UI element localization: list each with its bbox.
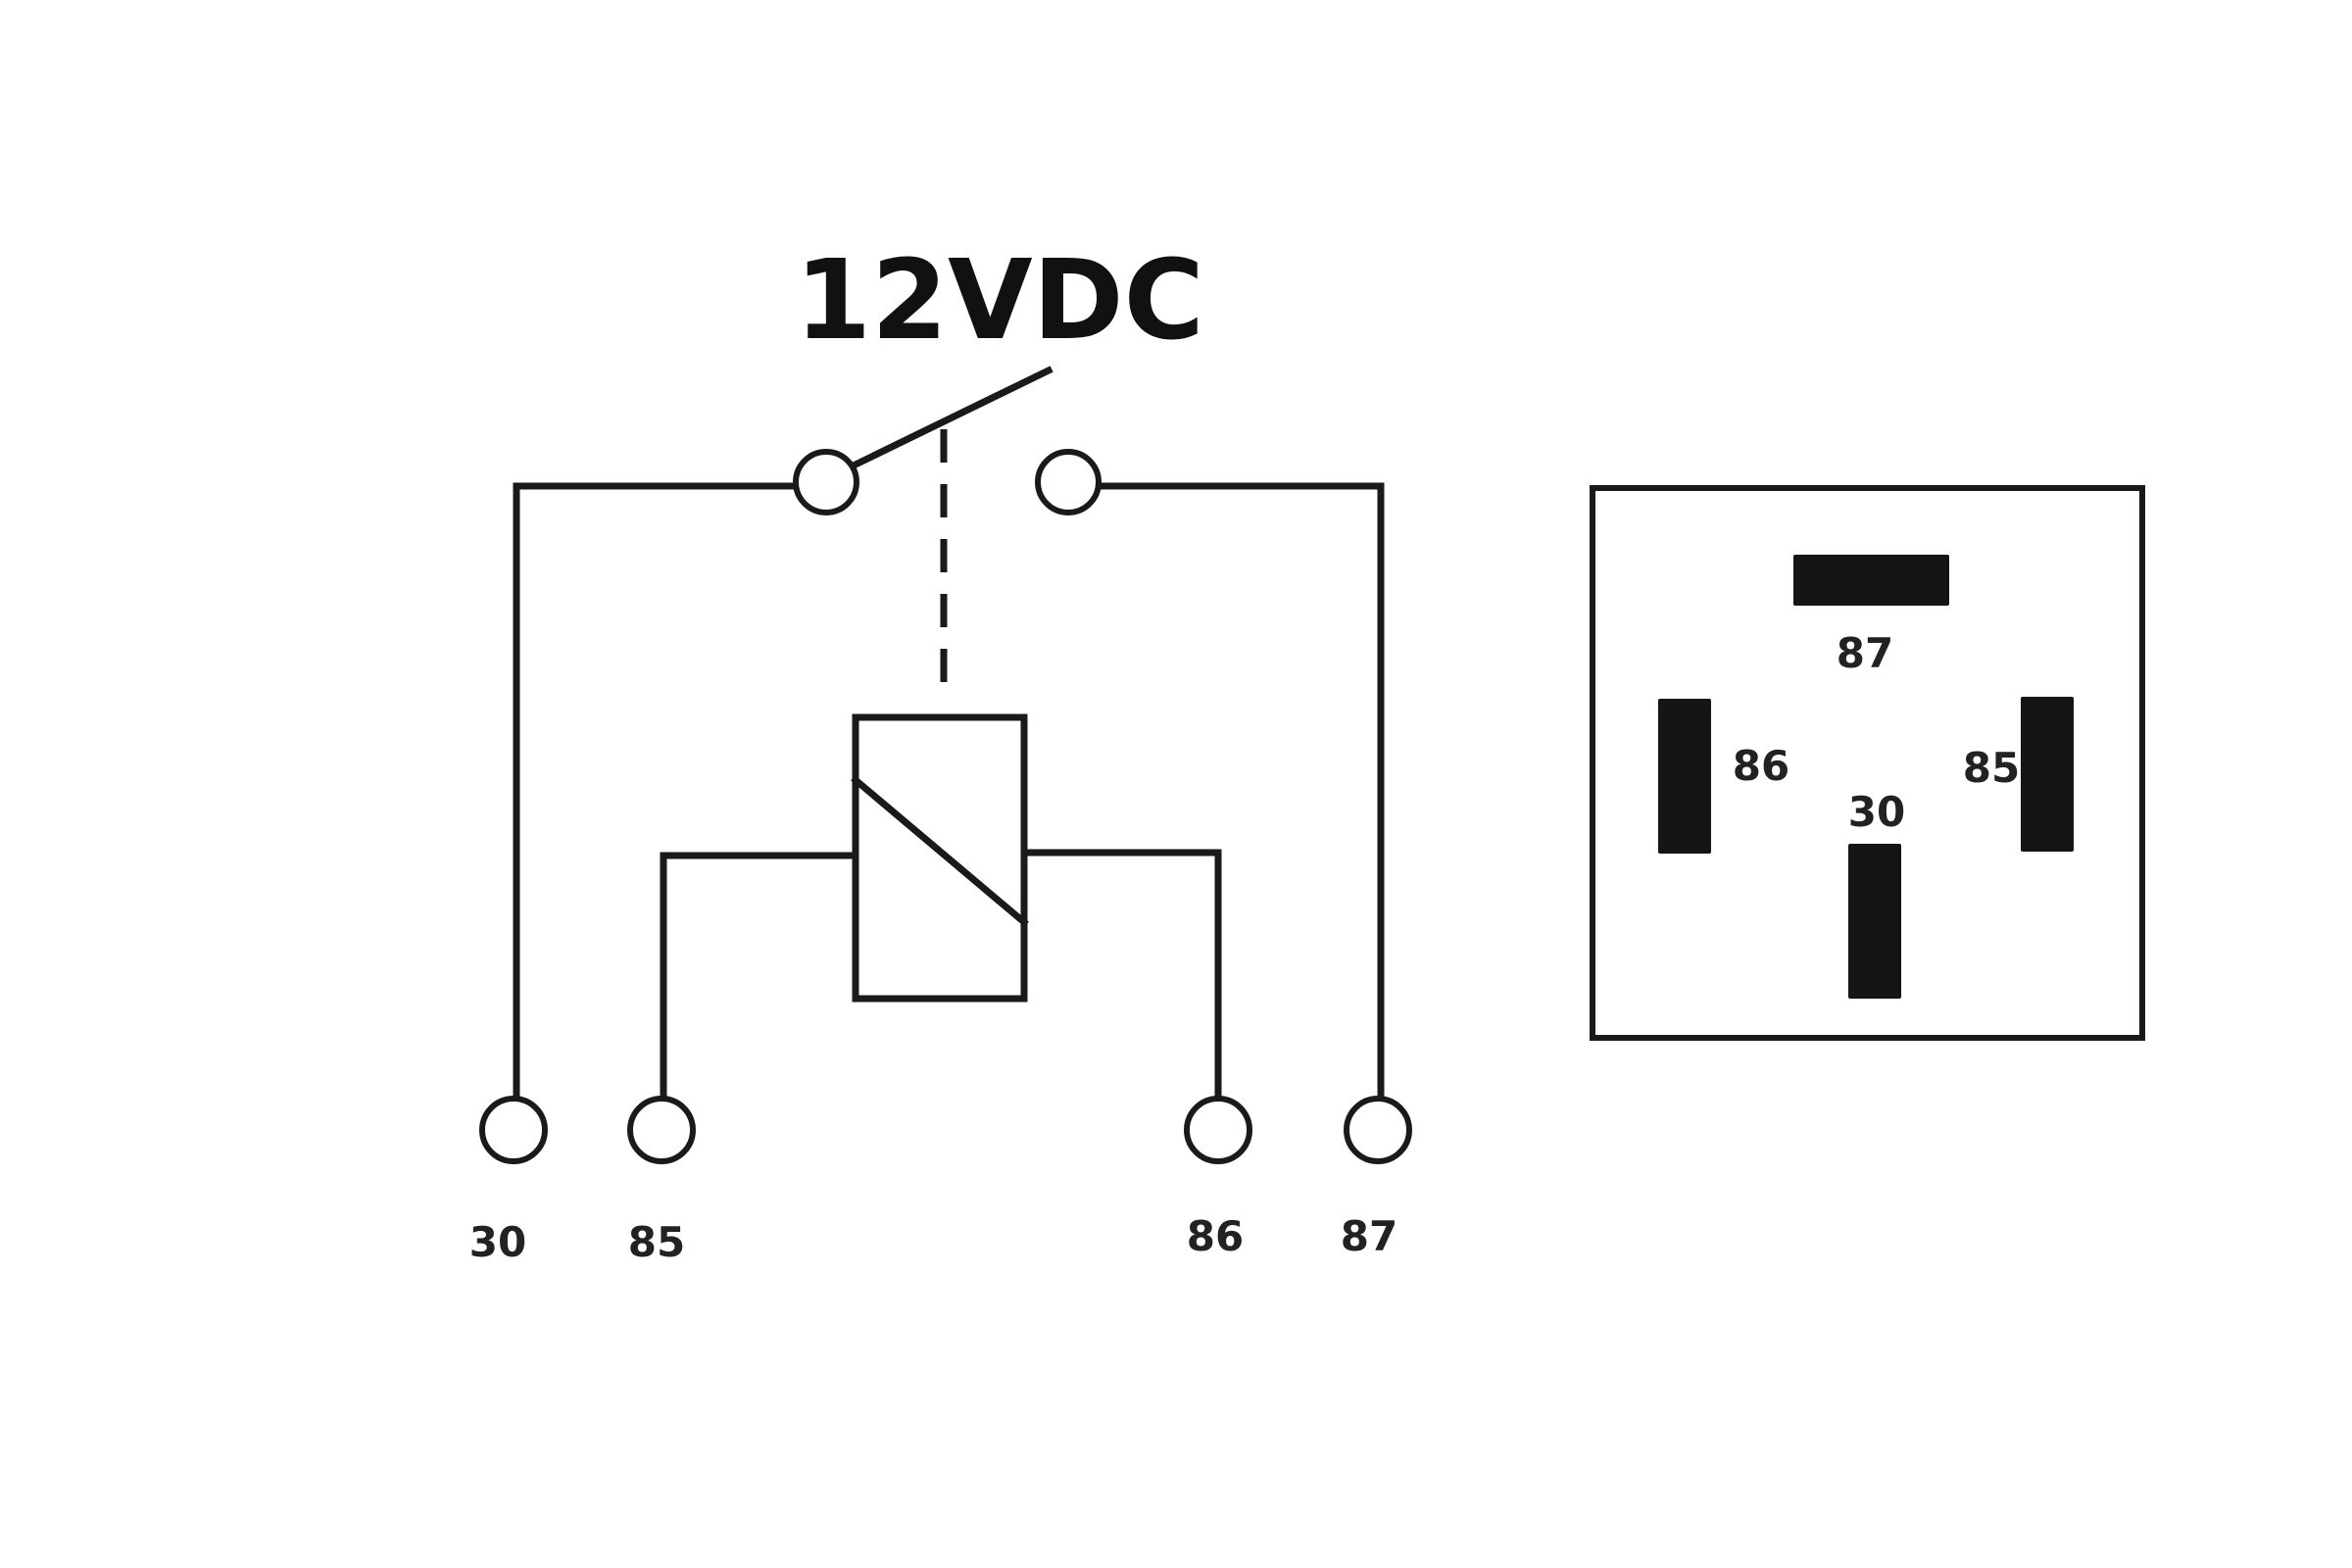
terminal-87 bbox=[1344, 1096, 1412, 1164]
terminal-label-30: 30 bbox=[469, 1218, 526, 1266]
switch-contact-no bbox=[1035, 449, 1102, 515]
terminal-85 bbox=[627, 1096, 696, 1164]
wire-terminal-85 bbox=[660, 852, 859, 1106]
socket-label-85: 85 bbox=[1963, 744, 2020, 792]
socket-label-86: 86 bbox=[1733, 742, 1789, 790]
socket-label-87: 87 bbox=[1837, 629, 1893, 677]
socket-pin-85 bbox=[2021, 697, 2074, 852]
socket-label-30: 30 bbox=[1848, 788, 1905, 836]
relay-socket-pinout: 87 86 30 85 bbox=[1590, 485, 2145, 1041]
socket-pin-87 bbox=[1793, 555, 1949, 606]
terminal-label-86: 86 bbox=[1187, 1212, 1244, 1260]
socket-pin-86 bbox=[1658, 699, 1711, 854]
wire-terminal-87 bbox=[1099, 482, 1385, 1106]
switch-contact-common bbox=[793, 449, 859, 515]
terminal-86 bbox=[1184, 1096, 1252, 1164]
terminal-label-85: 85 bbox=[628, 1218, 685, 1266]
diagram-title: 12VDC bbox=[795, 237, 1204, 365]
coil-diagonal bbox=[851, 775, 1029, 927]
relay-coil bbox=[852, 713, 1028, 1003]
terminal-30 bbox=[479, 1096, 548, 1164]
terminal-label-87: 87 bbox=[1341, 1212, 1397, 1260]
socket-pin-30 bbox=[1848, 844, 1901, 999]
switch-lever bbox=[851, 366, 1054, 469]
wire-terminal-86 bbox=[1020, 849, 1222, 1106]
wire-terminal-30 bbox=[513, 482, 800, 1106]
relay-schematic: 30 85 86 87 bbox=[469, 366, 1412, 1266]
